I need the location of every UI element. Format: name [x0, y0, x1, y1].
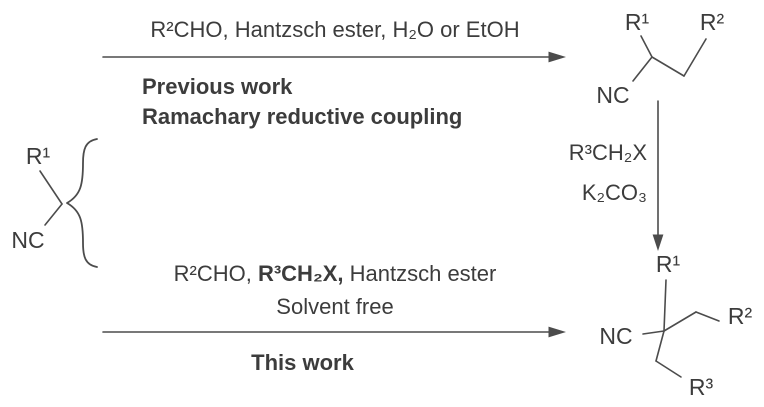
solvent-free-label: Solvent free — [276, 294, 394, 319]
bottom-product-r1-label: R¹ — [655, 251, 681, 277]
top-product-nc-label: NC — [596, 82, 630, 108]
bottom-arrow — [102, 326, 566, 338]
bond — [655, 360, 682, 378]
bond — [655, 330, 665, 362]
ramachary-label: Ramachary reductive coupling — [142, 104, 463, 129]
this-work-label: This work — [251, 350, 354, 375]
bond — [695, 311, 720, 322]
bond — [683, 38, 707, 77]
bond — [44, 203, 63, 226]
bottom-product-r2-label: R² — [727, 303, 753, 329]
starting-material-bonds — [39, 170, 63, 226]
branch-brace — [66, 138, 98, 268]
bottom-product-r3-label: R³ — [688, 374, 714, 400]
bond — [663, 279, 667, 332]
bottom-reagents-part2-bold: R³CH₂X, — [257, 261, 344, 286]
top-product-bonds — [632, 35, 707, 82]
side-reagent-2: K₂CO₃ — [581, 180, 647, 205]
top-arrow — [102, 51, 566, 63]
bottom-reagents-text: R²CHO, R³CH₂X, Hantzsch ester — [100, 261, 570, 286]
bond — [39, 170, 63, 205]
side-reagent-1: R³CH₂X — [568, 140, 647, 165]
bottom-product-bonds — [642, 279, 720, 378]
top-arrowhead — [548, 51, 566, 63]
bond — [632, 56, 653, 82]
top-product-r2-label: R² — [699, 9, 725, 35]
bottom-arrowhead — [548, 326, 566, 338]
bond — [642, 330, 665, 335]
top-product-r1-label: R¹ — [624, 9, 650, 35]
bond — [663, 311, 697, 332]
bond — [651, 56, 685, 77]
bond — [640, 35, 653, 58]
top-reagents-text: R²CHO, Hantzsch ester, H₂O or EtOH — [150, 17, 520, 42]
previous-work-label: Previous work — [142, 74, 293, 99]
starting-material-r1-label: R¹ — [25, 143, 51, 169]
bottom-product-nc-label: NC — [599, 323, 633, 349]
bottom-reagents-part3: Hantzsch ester — [343, 261, 497, 286]
starting-material-nc-label: NC — [11, 227, 45, 253]
bottom-reagents-part1: R²CHO, — [173, 261, 258, 286]
side-arrow — [652, 100, 664, 251]
side-arrowhead — [652, 234, 664, 251]
